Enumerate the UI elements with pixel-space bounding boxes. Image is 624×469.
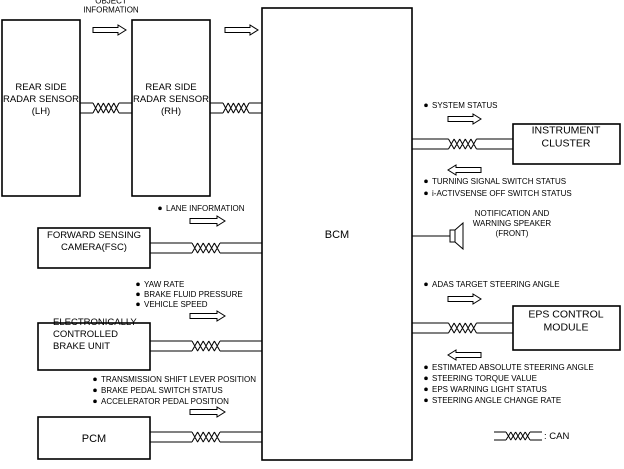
- arrow-object-info-1: [92, 24, 127, 36]
- bullet-dot: [424, 365, 428, 370]
- signal-label: i-ACTIVSENSE OFF SWITCH STATUS: [432, 189, 572, 198]
- arrow-object-info-2: [224, 24, 259, 36]
- arrow-bcm-to-eps: [447, 293, 482, 305]
- bullet-dot: [136, 302, 140, 307]
- signal-label: EPS WARNING LIGHT STATUS: [432, 385, 547, 394]
- arrow-bcm-to-cluster: [447, 113, 482, 125]
- rear-radar-rh-box: [131, 19, 211, 197]
- twist: [191, 340, 221, 352]
- signal-label: YAW RATE: [144, 280, 184, 289]
- bullet-dot: [424, 398, 428, 403]
- bullet-dot: [93, 388, 97, 393]
- bcm-box: [261, 7, 413, 461]
- twist: [191, 242, 221, 254]
- instrument-cluster-box: [512, 123, 621, 165]
- arrow-shape: [224, 24, 259, 36]
- can-legend-label: : CAN: [544, 431, 569, 442]
- pcm-signal-list: TRANSMISSION SHIFT LEVER POSITION BRAKE P…: [93, 375, 256, 406]
- cluster-input-signal-list: TURNING SIGNAL SWITCH STATUS i-ACTIVSENSE…: [424, 177, 572, 198]
- bullet-dot: [424, 179, 428, 184]
- signal-label: ESTIMATED ABSOLUTE STEERING ANGLE: [432, 363, 594, 372]
- bullet-dot: [158, 206, 162, 211]
- cluster-output-signal-list: SYSTEM STATUS: [424, 101, 498, 110]
- bullet-dot: [424, 191, 428, 196]
- bullet-dot: [424, 387, 428, 392]
- fsc-signal-list: LANE INFORMATION: [158, 204, 245, 213]
- pcm-box: [37, 416, 151, 460]
- signal-label: STEERING TORQUE VALUE: [432, 374, 537, 383]
- signal-label: VEHICLE SPEED: [144, 300, 208, 309]
- can-link-bcm-cluster: [412, 138, 513, 150]
- bullet-dot: [424, 376, 428, 381]
- twist: [92, 102, 120, 114]
- bullet-dot: [93, 377, 97, 382]
- arrow-shape: [447, 293, 482, 305]
- arrow-shape: [447, 164, 482, 176]
- arrow-cluster-to-bcm: [447, 164, 482, 176]
- signal-label: LANE INFORMATION: [166, 204, 245, 213]
- bullet-dot: [136, 282, 140, 287]
- twist: [448, 322, 477, 334]
- twist: [191, 431, 221, 443]
- can-link-fsc-bcm: [150, 242, 262, 254]
- arrow-shape: [92, 24, 127, 36]
- twist: [448, 138, 477, 150]
- bcm-label: BCM: [325, 229, 349, 241]
- twist: [505, 431, 531, 441]
- eps-output-signal-list: ADAS TARGET STEERING ANGLE: [424, 280, 560, 289]
- can-link-brake-bcm: [150, 340, 262, 352]
- bullet-dot: [93, 399, 97, 404]
- signal-label: BRAKE FLUID PRESSURE: [144, 290, 243, 299]
- signal-label: TURNING SIGNAL SWITCH STATUS: [432, 177, 566, 186]
- signal-label: ACCELERATOR PEDAL POSITION: [101, 397, 229, 406]
- can-link-rh-bcm: [210, 102, 262, 114]
- bullet-dot: [136, 292, 140, 297]
- bullet-dot: [424, 103, 428, 108]
- arrow-shape: [189, 215, 226, 227]
- signal-label: ADAS TARGET STEERING ANGLE: [432, 280, 560, 289]
- fsc-box: [37, 227, 151, 269]
- speaker-icon: [449, 221, 464, 251]
- signal-label: STEERING ANGLE CHANGE RATE: [432, 396, 561, 405]
- arrow-brake-to-bcm: [189, 310, 226, 322]
- can-link-lh-rh: [80, 102, 132, 114]
- arrow-eps-to-bcm: [447, 349, 482, 361]
- twist: [222, 102, 250, 114]
- signal-label: BRAKE PEDAL SWITCH STATUS: [101, 386, 223, 395]
- brake-unit-box: [37, 322, 151, 371]
- eps-module-box: [512, 305, 621, 351]
- rear-radar-lh-box: [1, 19, 81, 197]
- bullet-dot: [424, 282, 428, 287]
- signal-label: SYSTEM STATUS: [432, 101, 498, 110]
- arrow-pcm-to-bcm: [189, 406, 226, 418]
- eps-input-signal-list: ESTIMATED ABSOLUTE STEERING ANGLE STEERIN…: [424, 363, 594, 405]
- arrow-shape: [447, 349, 482, 361]
- pcm-label: PCM: [82, 433, 106, 445]
- arrow-fsc-to-bcm: [189, 215, 226, 227]
- arrow-shape: [447, 113, 482, 125]
- arrow-shape: [189, 406, 226, 418]
- arrow-shape: [189, 310, 226, 322]
- can-link-bcm-eps: [412, 322, 513, 334]
- signal-label: TRANSMISSION SHIFT LEVER POSITION: [101, 375, 256, 384]
- can-legend-symbol: [494, 431, 542, 441]
- can-link-pcm-bcm: [150, 431, 262, 443]
